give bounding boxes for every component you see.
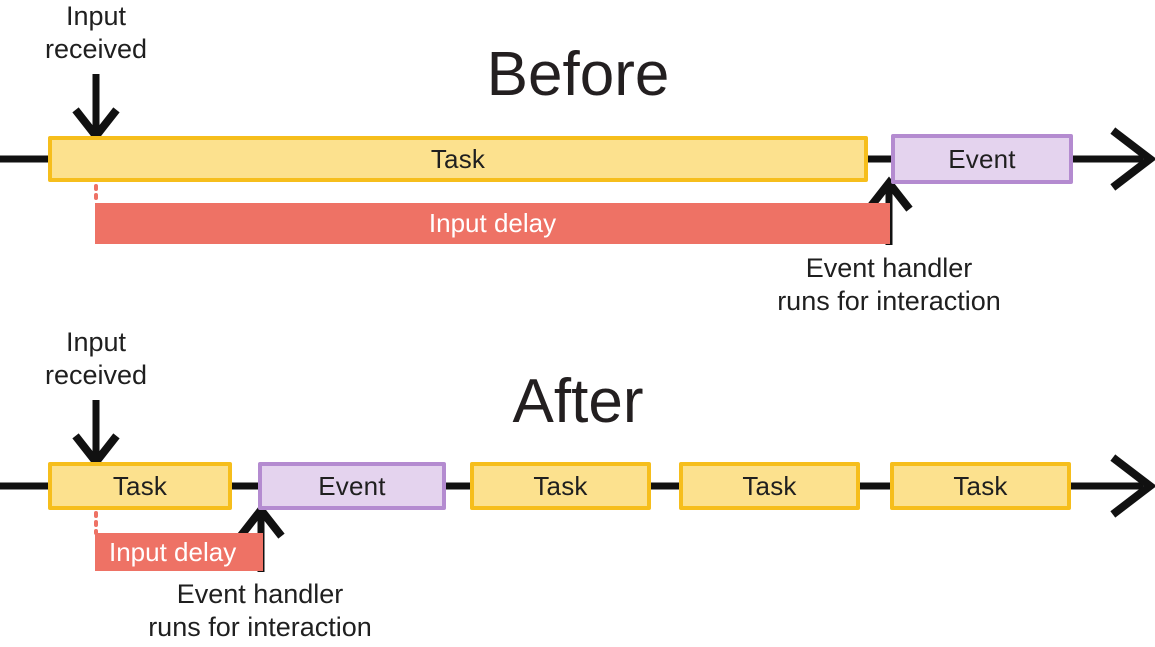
arrow-up-icon-after-head	[237, 503, 285, 539]
event-block-before[interactable]: Event	[891, 134, 1073, 184]
section-title-before: Before	[486, 40, 670, 109]
arrow-right-icon-before	[1110, 127, 1155, 191]
task-block-after-3[interactable]: Task	[679, 462, 860, 510]
label-event-handler-after: Event handler runs for interaction	[148, 579, 372, 642]
arrow-down-icon-before-head	[72, 107, 120, 143]
task-block-after-4[interactable]: Task	[890, 462, 1071, 510]
arrow-down-icon-after-head	[72, 433, 120, 469]
task-block-after-2[interactable]: Task	[470, 462, 651, 510]
input-delay-bar-before[interactable]: Input delay	[95, 203, 890, 244]
task-block-after-1[interactable]: Task	[48, 462, 232, 510]
input-delay-bar-after[interactable]: Input delay	[95, 533, 263, 571]
label-input-received-before: Input received	[44, 1, 148, 64]
event-block-after[interactable]: Event	[258, 462, 446, 510]
label-event-handler-before: Event handler runs for interaction	[777, 253, 1001, 316]
label-input-received-after: Input received	[44, 327, 148, 390]
arrow-right-icon-after	[1110, 454, 1155, 518]
task-block-before[interactable]: Task	[48, 136, 868, 182]
section-title-after: After	[512, 367, 644, 436]
